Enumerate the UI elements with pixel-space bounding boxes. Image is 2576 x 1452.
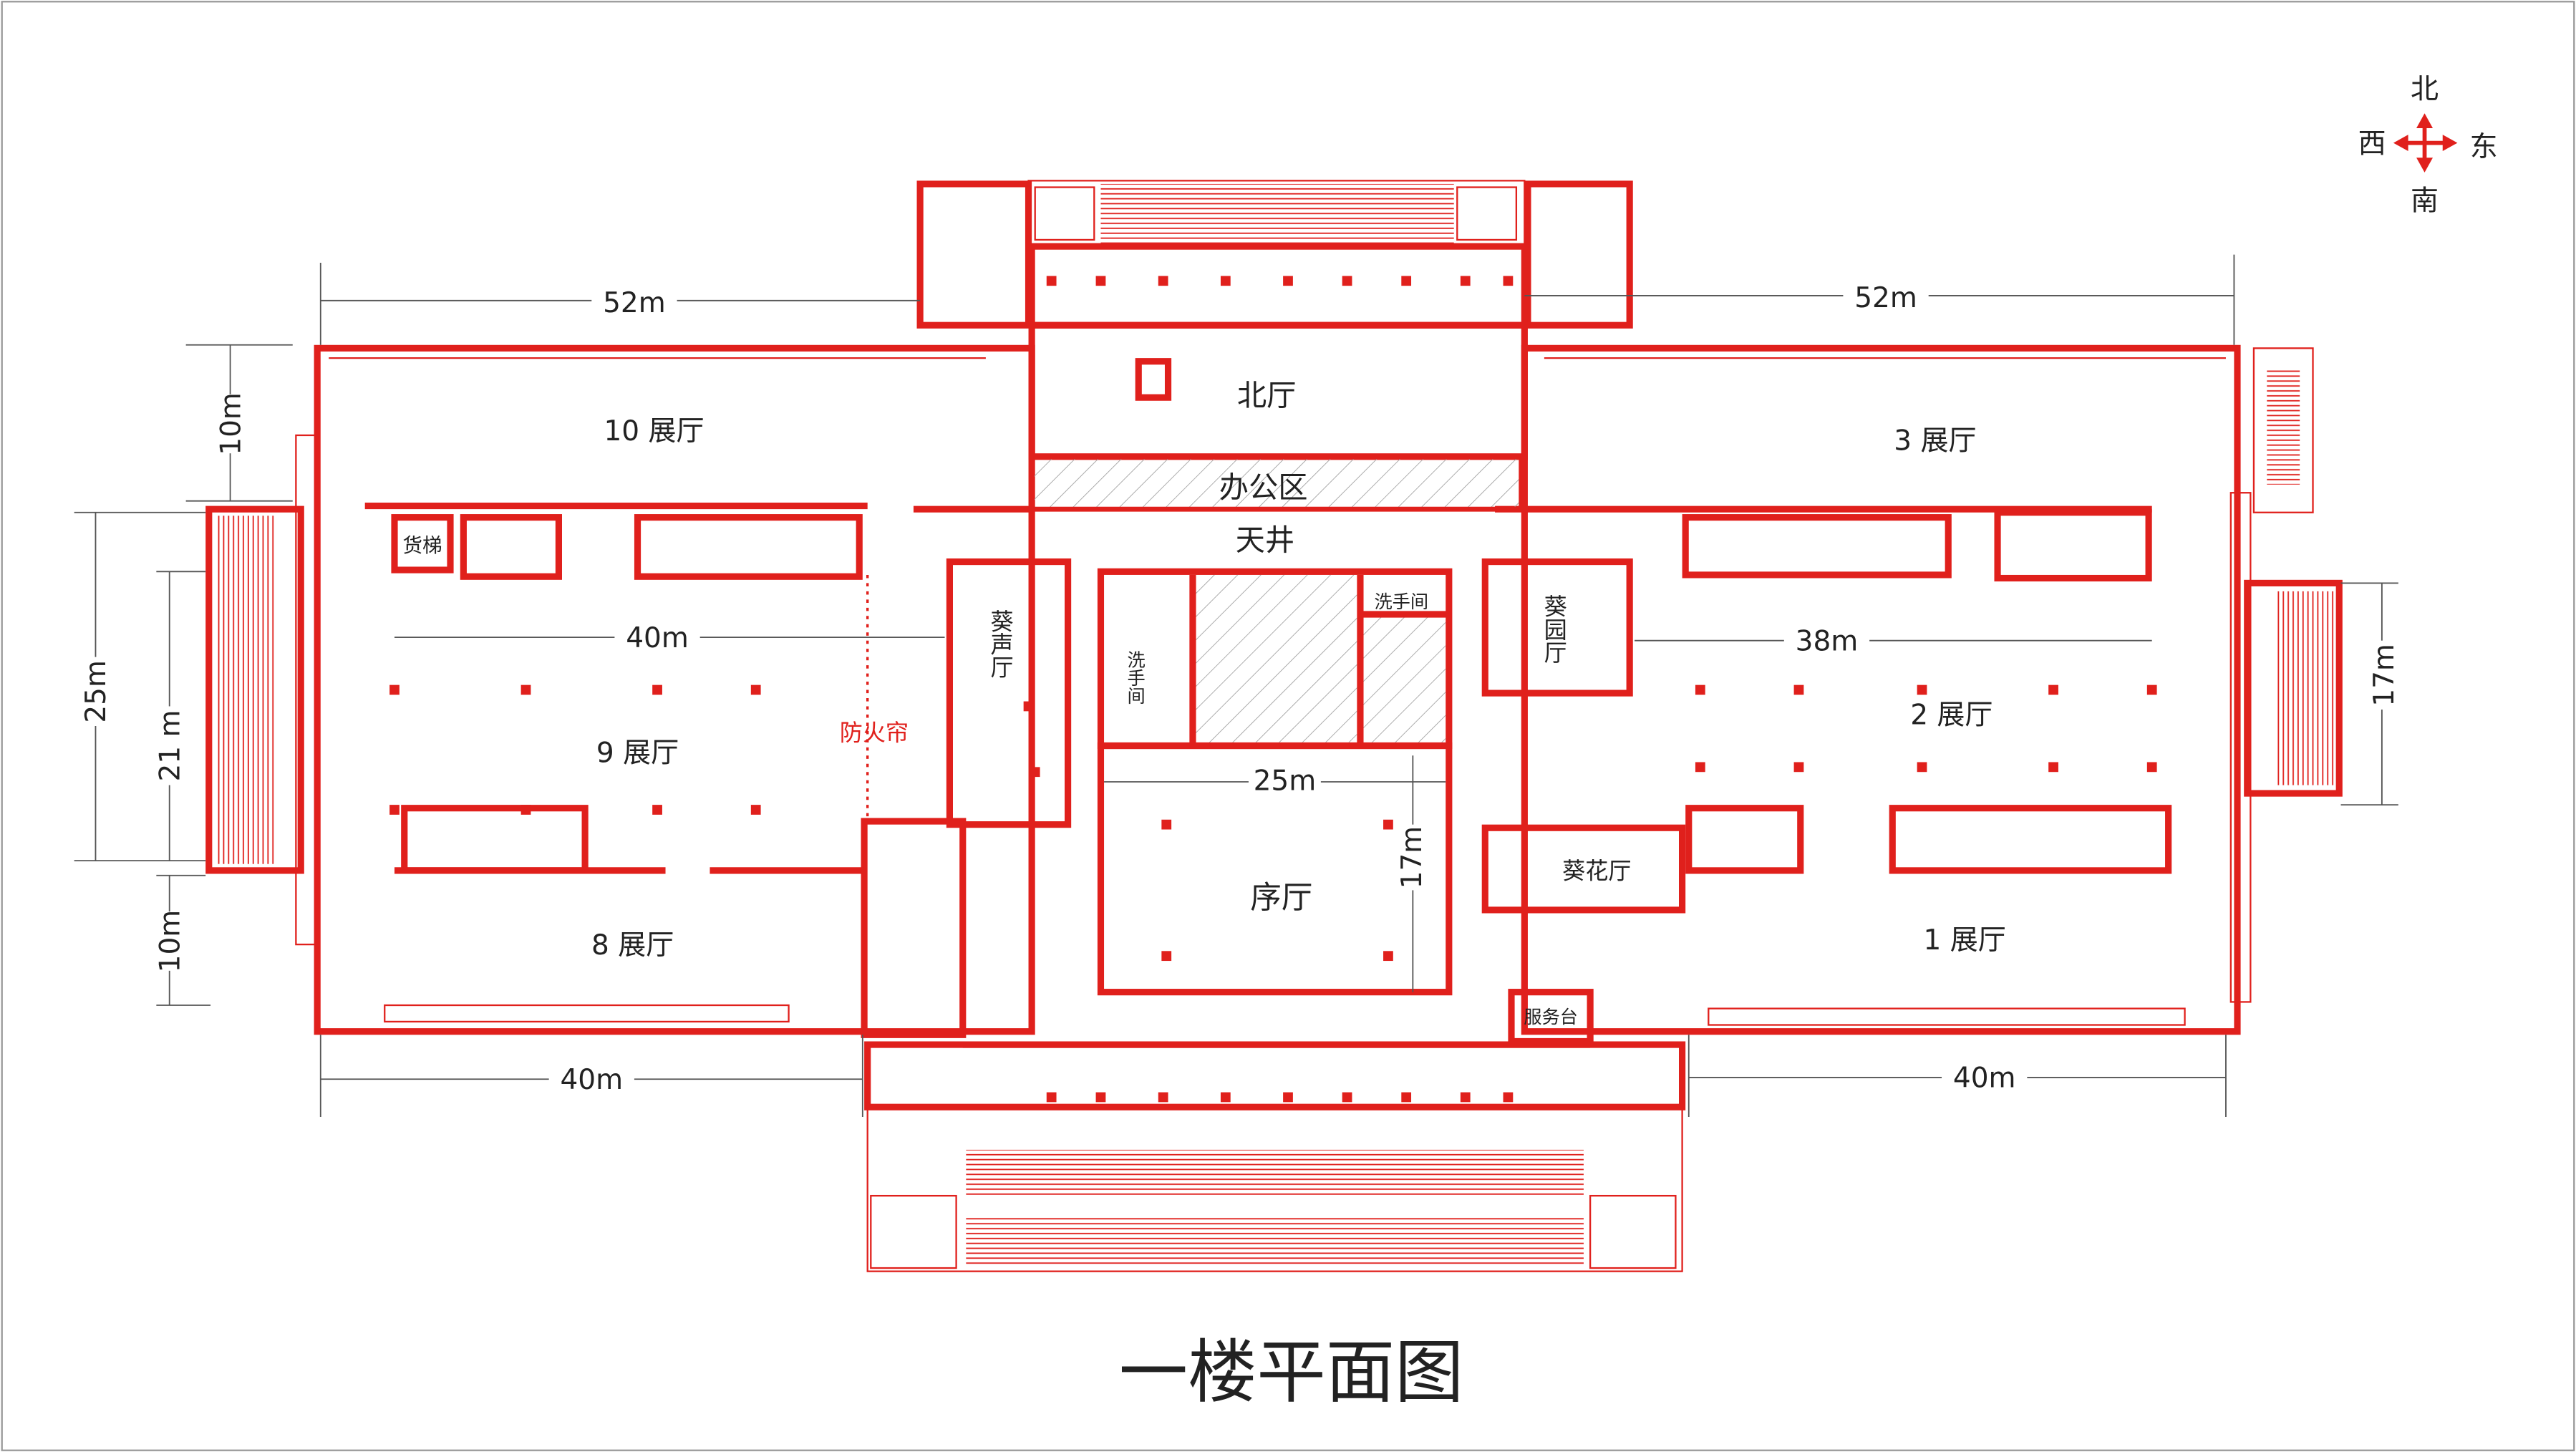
column (1342, 276, 1352, 286)
column (750, 805, 761, 815)
room-labels: 10 展厅 9 展厅 8 展厅 3 展厅 2 展厅 1 展厅 北厅 办公区 天井… (402, 379, 2005, 1028)
column (1046, 276, 1057, 286)
room-north-hall: 北厅 (1237, 379, 1297, 413)
room-hall8: 8 展厅 (591, 929, 674, 962)
column (1401, 1092, 1412, 1103)
room-prelude-hall: 序厅 (1250, 881, 1312, 916)
column (2146, 762, 2157, 773)
column (1046, 1092, 1057, 1103)
dim-w-bottom-depth: 10m (154, 910, 186, 973)
page-title: 一楼平面图 (1119, 1332, 1464, 1413)
column (1460, 276, 1471, 286)
column (1161, 951, 1172, 962)
column (520, 684, 531, 695)
room-restroom-right: 洗手间 (1374, 591, 1428, 612)
room-office: 办公区 (1219, 470, 1308, 505)
column (1161, 819, 1172, 830)
compass-west: 西 (2358, 127, 2386, 160)
room-hall3: 3 展厅 (1894, 425, 1976, 458)
column (1095, 276, 1106, 286)
column (652, 805, 662, 815)
column (1095, 1092, 1106, 1103)
dim-sw-width: 40m (560, 1064, 623, 1096)
column (389, 684, 400, 695)
columns (389, 276, 2157, 1103)
dim-w-top-depth: 10m (215, 392, 247, 455)
dim-hall9-width: 40m (626, 622, 689, 654)
room-kuiyuan-hall: 葵园厅 (1541, 594, 1568, 663)
column (1917, 684, 1927, 695)
column (1383, 819, 1393, 830)
room-hall2: 2 展厅 (1910, 700, 1992, 732)
column (1342, 1092, 1352, 1103)
column (1283, 1092, 1293, 1103)
column (2146, 684, 2157, 695)
dim-ne-width: 52m (1854, 282, 1917, 314)
dim-hall2-width: 38m (1796, 625, 1859, 657)
office-area (1029, 454, 1524, 512)
column (750, 684, 761, 695)
column (1220, 1092, 1231, 1103)
column (1460, 1092, 1471, 1103)
column (1793, 762, 1804, 773)
fire-curtain-label: 防火帘 (840, 720, 909, 747)
column (389, 805, 400, 815)
column (1220, 276, 1231, 286)
room-restroom-left: 洗手间 (1125, 650, 1146, 705)
column (1695, 762, 1705, 773)
room-hall1: 1 展厅 (1924, 924, 2006, 957)
room-atrium: 天井 (1236, 523, 1295, 558)
compass-arrows-icon (2393, 113, 2458, 173)
dim-nw-width: 52m (603, 287, 666, 319)
dim-prelude-depth: 17m (1396, 826, 1428, 889)
west-wing (205, 344, 1035, 1038)
column (1503, 276, 1514, 286)
column (2048, 684, 2058, 695)
column (1383, 951, 1393, 962)
compass-north: 北 (2411, 74, 2439, 106)
north-steps (1100, 183, 1454, 243)
north-portico (916, 180, 1633, 329)
compass-south: 南 (2411, 185, 2439, 218)
freight-elevator (391, 514, 454, 573)
dim-w-mid-depth: 21 m (154, 710, 186, 782)
room-freight-elevator: 货梯 (402, 534, 442, 557)
column (1503, 1092, 1514, 1103)
compass-east: 东 (2470, 131, 2498, 163)
room-kuisheng-hall: 葵声厅 (987, 609, 1015, 678)
column (652, 684, 662, 695)
column (1030, 767, 1040, 778)
column (1793, 684, 1804, 695)
column (1283, 276, 1293, 286)
column (1023, 701, 1034, 712)
east-steps (2277, 591, 2336, 785)
compass: 北 南 西 东 (2358, 74, 2498, 218)
column (520, 805, 531, 815)
dim-se-width: 40m (1953, 1063, 2016, 1095)
room-hall10: 10 展厅 (604, 415, 704, 447)
column (1695, 684, 1705, 695)
dim-e-stair-depth: 17m (2368, 644, 2401, 707)
west-steps (215, 516, 275, 864)
column (2048, 762, 2058, 773)
room-hall9: 9 展厅 (596, 737, 679, 769)
column (1158, 276, 1168, 286)
room-service-desk: 服务台 (1524, 1007, 1578, 1027)
center-block (946, 321, 1686, 1048)
column (1401, 276, 1412, 286)
dim-w-total-depth: 25m (80, 660, 112, 723)
south-portico (864, 1041, 1686, 1272)
column (1158, 1092, 1168, 1103)
dim-prelude-width: 25m (1254, 765, 1317, 797)
room-kuihua-hall: 葵花厅 (1562, 857, 1631, 884)
column (1917, 762, 1927, 773)
